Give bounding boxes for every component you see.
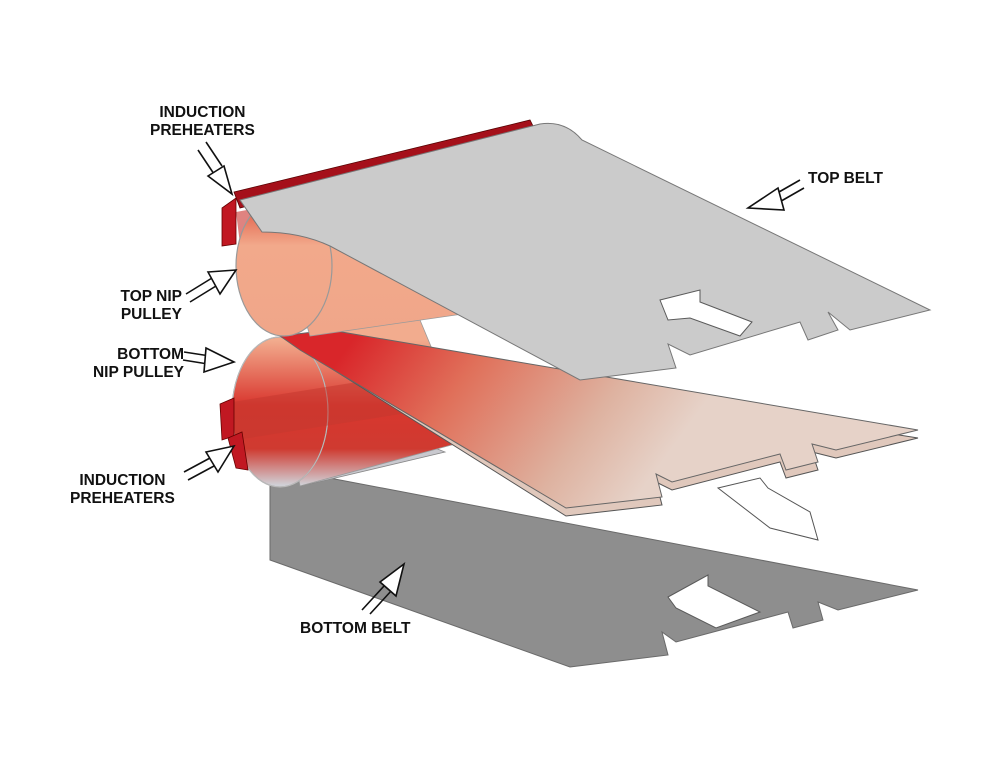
bottom-induction-preheaters	[219, 397, 249, 471]
label-bottom-nip-pulley: BOTTOM NIP PULLEY	[80, 346, 184, 382]
label-line: TOP NIP	[120, 288, 182, 305]
laminate-sheet	[278, 329, 919, 517]
label-bottom-belt: BOTTOM BELT	[300, 620, 411, 637]
callout-arrow-bottom-belt	[361, 562, 406, 615]
top-belt-direction-arrow	[659, 289, 753, 337]
label-line: INDUCTION	[79, 472, 166, 489]
label-line: PREHEATERS	[150, 122, 255, 139]
label-induction-preheaters-top: INDUCTION PREHEATERS	[150, 104, 255, 140]
label-top-nip-pulley: TOP NIP PULLEY	[100, 288, 182, 324]
callout-arrow-top-nip-pulley	[185, 269, 238, 303]
label-line: PULLEY	[120, 306, 182, 323]
label-top-belt: TOP BELT	[808, 170, 883, 187]
label-line: INDUCTION	[159, 104, 246, 121]
bottom-belt-direction-arrow	[667, 574, 762, 629]
label-line: BOTTOM	[117, 346, 184, 363]
top-belt	[239, 122, 932, 381]
callout-arrow-preheaters-top	[197, 141, 234, 197]
label-induction-preheaters-bottom: INDUCTION PREHEATERS	[70, 472, 175, 508]
label-line: NIP PULLEY	[92, 364, 184, 381]
callout-arrow-bottom-nip-pulley	[182, 346, 237, 374]
callout-arrow-top-belt	[745, 179, 805, 211]
label-line: PREHEATERS	[70, 490, 175, 507]
callout-arrow-preheaters-bottom	[183, 444, 236, 481]
laminate-direction-arrow	[716, 477, 819, 541]
